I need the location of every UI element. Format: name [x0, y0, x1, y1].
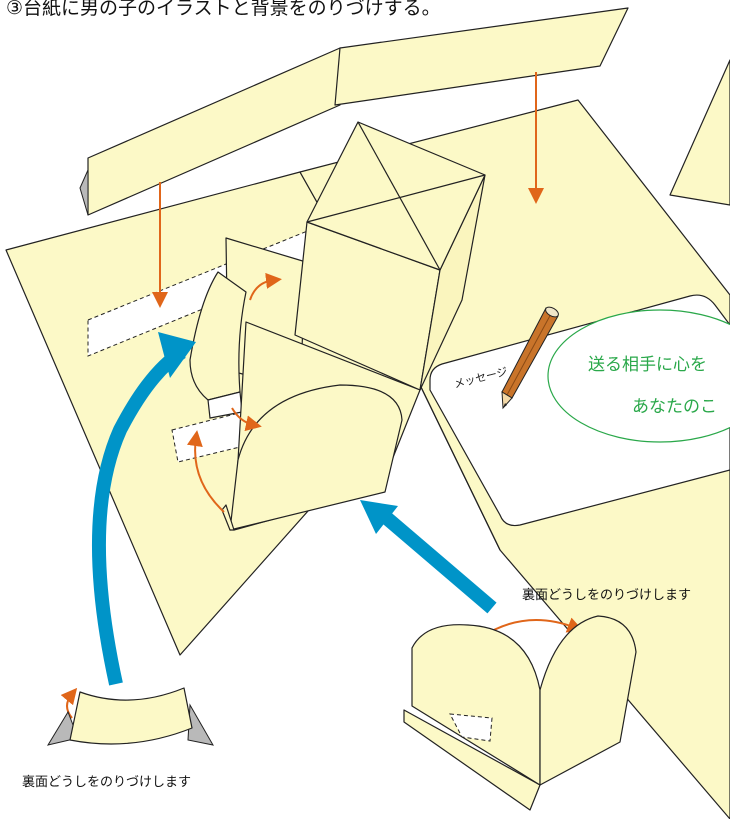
detail-part-left: [46, 687, 214, 746]
background-piece-right: [669, 59, 730, 206]
note-right: 裏面どうしをのりづけします: [522, 588, 691, 603]
instruction-title: ③台紙に男の子のイラストと背景をのりづけする。: [6, 0, 441, 19]
pencil-icon: [501, 306, 559, 410]
detail-part-right: [403, 615, 637, 811]
note-left: 裏面どうしをのりづけします: [22, 775, 191, 790]
speech-line-1: 送る相手に心を: [588, 355, 707, 375]
speech-bubble: 送る相手に心を あなたのこ: [547, 309, 730, 443]
building-popup: [294, 121, 486, 391]
dome-panel: [221, 384, 403, 531]
curved-arch-piece: [189, 271, 247, 419]
blue-arrows: [91, 332, 497, 686]
speech-line-2: あなたのこ: [632, 397, 717, 417]
roof-strip-part: [79, 7, 629, 216]
